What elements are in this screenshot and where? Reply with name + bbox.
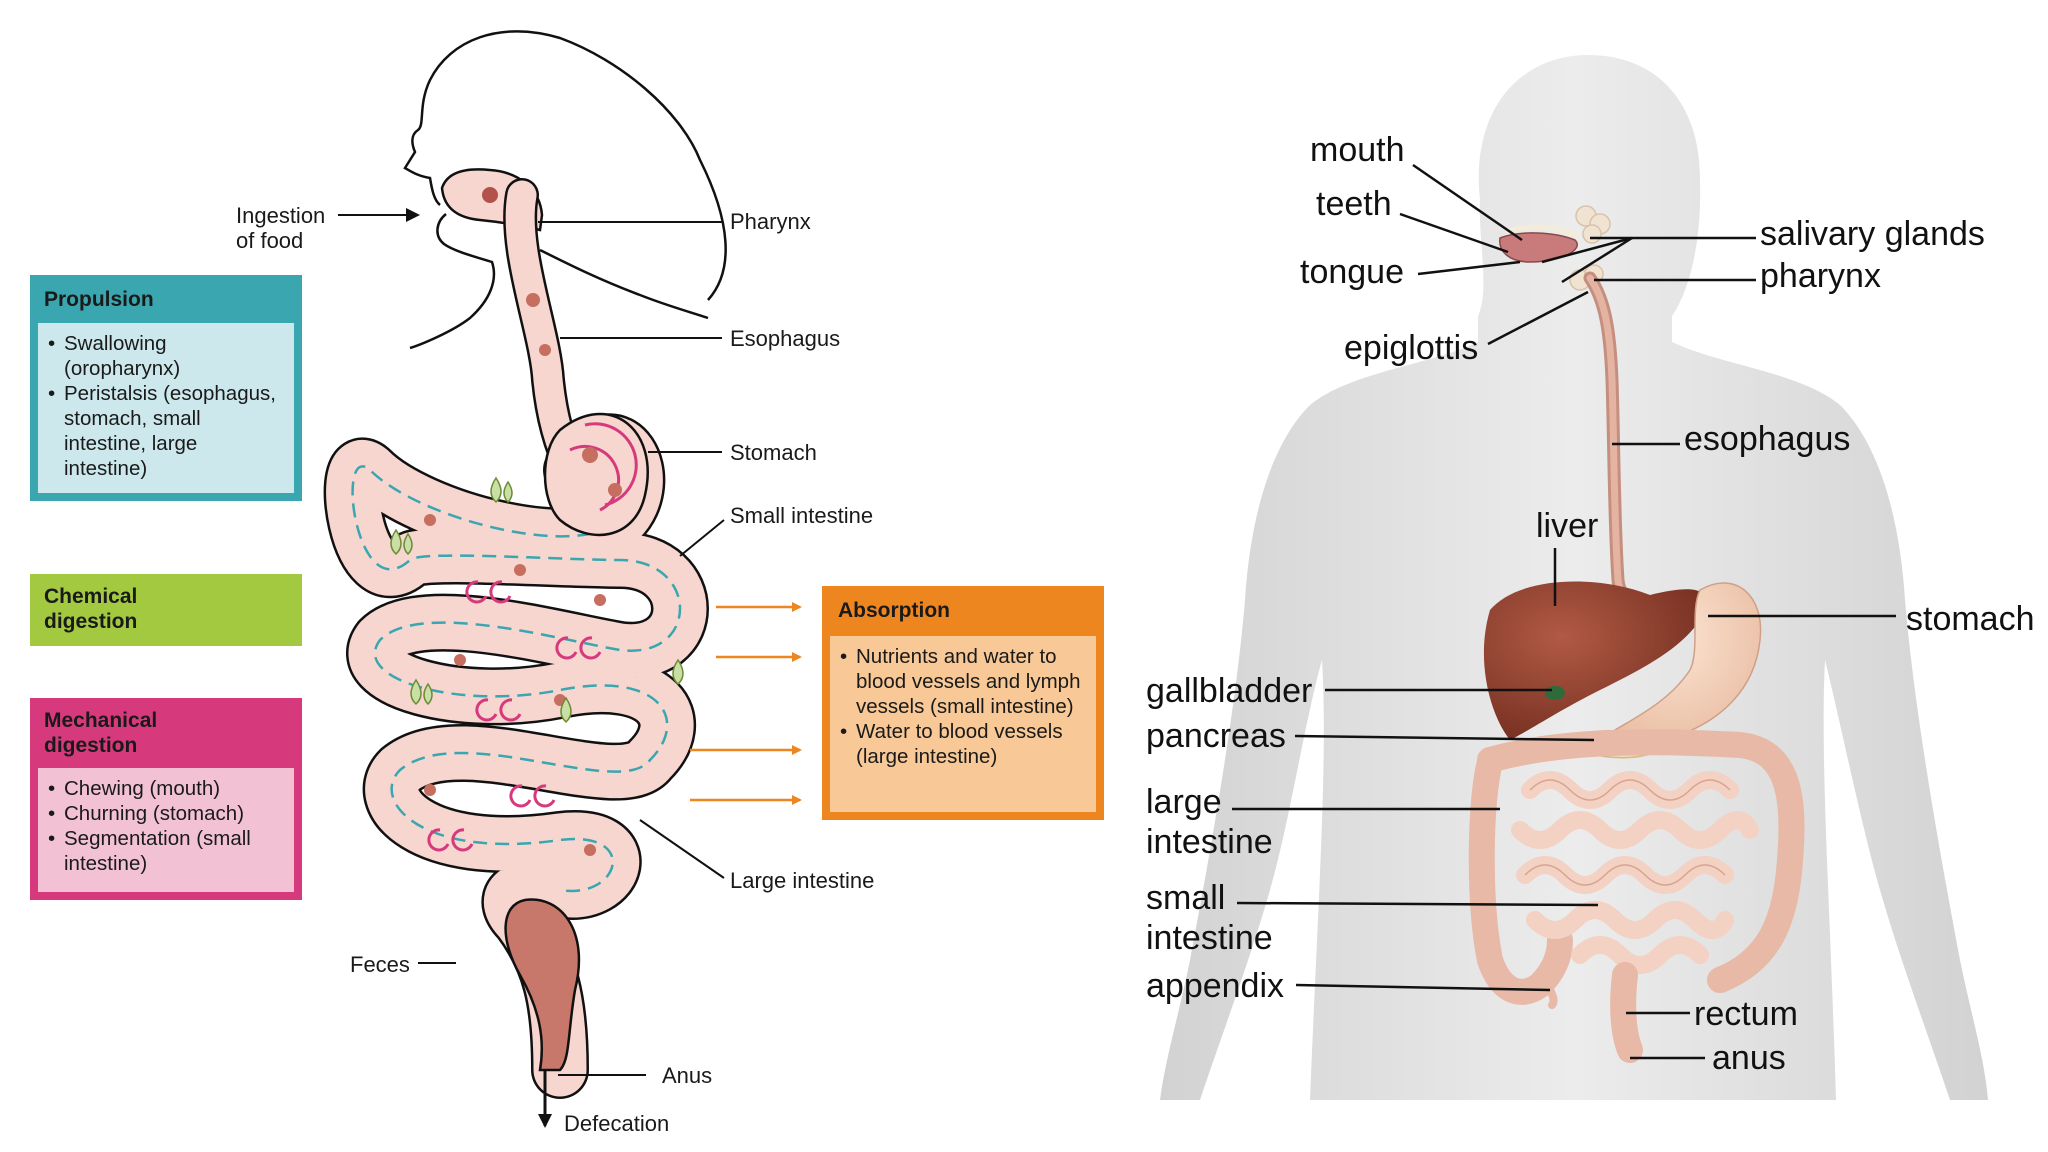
absorption-box: Absorption Nutrients and water to blood …: [822, 586, 1104, 820]
label-anus-r: anus: [1712, 1039, 1786, 1077]
label-pharynx: Pharynx: [730, 209, 811, 234]
label-salivary-glands: salivary glands: [1760, 215, 1985, 253]
left-leader-lines: [338, 208, 725, 1076]
label-epiglottis: epiglottis: [1344, 329, 1479, 367]
label-small-intestine-r-line2: intestine: [1146, 919, 1273, 957]
label-stomach-r: stomach: [1906, 600, 2035, 638]
label-esophagus: Esophagus: [730, 326, 841, 351]
label-feces: Feces: [350, 952, 410, 977]
label-ingestion-line2: of food: [236, 228, 304, 253]
label-large-intestine: Large intestine: [730, 868, 875, 893]
mechanical-item: Churning (stomach): [48, 801, 284, 826]
label-pancreas: pancreas: [1146, 717, 1286, 755]
label-anus: Anus: [662, 1063, 713, 1088]
label-teeth: teeth: [1316, 185, 1392, 223]
absorption-body: Nutrients and water to blood vessels and…: [830, 636, 1096, 812]
absorption-item: Nutrients and water to blood vessels and…: [840, 644, 1086, 719]
propulsion-title: Propulsion: [44, 288, 154, 311]
head-organs: [1499, 205, 1611, 291]
label-small-intestine-r: small: [1146, 879, 1226, 917]
label-ingestion: Ingestion: [236, 203, 326, 228]
head-outline: [403, 30, 727, 350]
label-appendix: appendix: [1146, 967, 1285, 1005]
intestines-organ: [1468, 729, 1805, 1063]
label-pharynx-r: pharynx: [1760, 257, 1881, 295]
label-tongue: tongue: [1300, 253, 1404, 291]
label-liver: liver: [1536, 507, 1599, 545]
propulsion-item: Peristalsis (esophagus, stomach, small i…: [48, 381, 284, 481]
propulsion-box: Propulsion Swallowing (oropharynx) Peris…: [30, 275, 302, 501]
label-stomach: Stomach: [730, 440, 817, 465]
absorption-title: Absorption: [838, 599, 950, 622]
label-esophagus-r: esophagus: [1684, 420, 1851, 458]
liver-organ: [1483, 581, 1707, 740]
tract-lumen: [351, 441, 682, 893]
propulsion-item: Swallowing (oropharynx): [48, 331, 284, 381]
mechanical-item: Chewing (mouth): [48, 776, 284, 801]
body-silhouette: [1160, 55, 1988, 1100]
stomach-body: [543, 412, 649, 537]
label-large-intestine-r-line2: intestine: [1146, 823, 1273, 861]
mechanical-title: Mechanical digestion: [44, 709, 158, 757]
chemical-digestion-box: Chemical digestion: [30, 574, 302, 646]
chemical-title: Chemical digestion: [44, 585, 138, 633]
absorption-item: Water to blood vessels (large intestine): [840, 719, 1086, 769]
digestive-tract: [323, 168, 709, 1128]
propulsion-body: Swallowing (oropharynx) Peristalsis (eso…: [38, 323, 294, 493]
label-defecation: Defecation: [564, 1111, 670, 1136]
mechanical-item: Segmentation (small intestine): [48, 826, 284, 876]
label-gallbladder: gallbladder: [1146, 672, 1313, 710]
label-mouth: mouth: [1310, 131, 1405, 169]
label-small-intestine: Small intestine: [730, 503, 874, 528]
label-large-intestine-r: large: [1146, 783, 1222, 821]
label-rectum: rectum: [1694, 995, 1798, 1033]
rectum: [504, 898, 581, 1072]
gallbladder-organ: [1545, 686, 1565, 700]
tract-details: [390, 187, 684, 856]
absorption-arrows: [690, 602, 802, 805]
right-leader-lines: [1232, 163, 1896, 1060]
mechanical-digestion-box: Mechanical digestion Chewing (mouth) Chu…: [30, 698, 302, 900]
mechanical-body: Chewing (mouth) Churning (stomach) Segme…: [38, 768, 294, 892]
